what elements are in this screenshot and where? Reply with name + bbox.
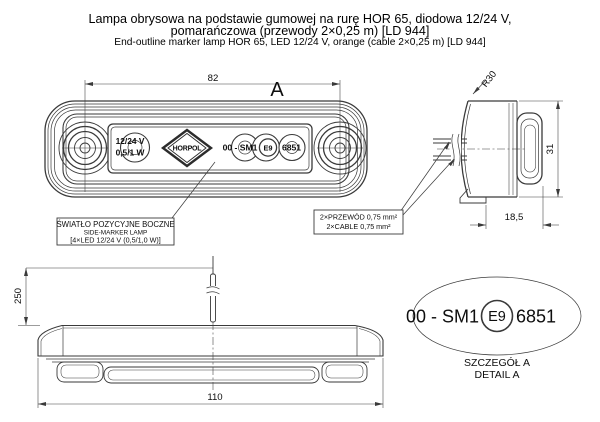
- lens-markings: 12/24 V 0,5/1 W 00 - SM1 E9 6851: [116, 136, 302, 158]
- mounting-screw-left: [58, 80, 112, 192]
- cable-label-pl: 2×PRZEWÓD 0,75 mm²: [320, 213, 398, 222]
- side-marker-label-en: SIDE-MARKER LAMP: [84, 230, 148, 237]
- horpol-logo-text: HORPOL: [173, 146, 203, 153]
- dim-31-value: 31: [545, 144, 556, 155]
- dim-110-value: 110: [207, 392, 222, 403]
- rubber-base-foot: [459, 188, 487, 204]
- front-body-outline: [44, 100, 368, 198]
- title-line-1-pl: Lampa obrysowa na podstawie gumowej na r…: [88, 12, 512, 26]
- dimension-110: 110: [37, 358, 384, 408]
- front-lens: HORPOL 12/24 V 0,5/1 W 00 - SM1 E9 6851: [107, 123, 313, 174]
- detail-a-approval-prefix: 00 - SM1: [406, 307, 479, 327]
- side-marker-leader-line: [171, 161, 216, 219]
- dimension-r30: R30: [472, 69, 500, 95]
- dimension-18-5: 18,5: [470, 186, 559, 229]
- lens-approval-prefix: 00 - SM1: [223, 143, 258, 153]
- title-block: Lampa obrysowa na podstawie gumowej na r…: [0, 0, 600, 60]
- cable-exit: [206, 256, 220, 392]
- side-body-outline: [459, 100, 518, 204]
- lens-e-mark-circle: [258, 138, 278, 157]
- side-marker-callout: ŚWIATŁO POZYCYJNE BOCZNE SIDE-MARKER LAM…: [56, 217, 175, 246]
- lens-power-text: 0,5/1 W: [116, 148, 145, 158]
- dim-250-value: 250: [13, 288, 24, 304]
- mounting-screw-right: [313, 80, 367, 192]
- wires: [433, 133, 526, 167]
- side-marker-label-spec: [4×LED 12/24 V (0,5/1,0 W)]: [70, 236, 161, 245]
- detail-a-caption-pl: SZCZEGÓŁ A: [464, 356, 530, 369]
- detail-a-caption-en: DETAIL A: [475, 369, 520, 381]
- side-lens-dome: [516, 112, 543, 185]
- dim-r30-value: R30: [480, 69, 500, 90]
- detail-a-e-mark-text: E9: [488, 309, 506, 325]
- technical-drawing-canvas: HORPOL 12/24 V 0,5/1 W 00 - SM1 E9 6851 …: [13, 69, 582, 408]
- detail-a: 00 - SM1 E9 6851 SZCZEGÓŁ A DETAIL A: [406, 276, 582, 381]
- bottom-lens-strip: [103, 366, 320, 384]
- cable-label-en: 2×CABLE 0,75 mm²: [326, 222, 391, 231]
- title-line-3-en: End-outline marker lamp HOR 65, LED 12/2…: [114, 37, 486, 49]
- lens-approval-number: 6851: [282, 143, 301, 153]
- side-view: R30 31 18,5: [433, 69, 563, 229]
- side-marker-label-pl: ŚWIATŁO POZYCYJNE BOCZNE: [56, 220, 174, 229]
- bottom-view: 250 110: [13, 256, 384, 408]
- detail-marker-a: A: [270, 79, 284, 101]
- title-line-2-pl: pomarańczowa (przewody 2×0,25 m) [LD 944…: [170, 23, 430, 38]
- lens-voltage-text: 12/24 V: [116, 136, 145, 146]
- dimension-31: 31: [519, 100, 563, 198]
- detail-a-approval-number: 6851: [516, 307, 556, 327]
- front-view: HORPOL 12/24 V 0,5/1 W 00 - SM1 E9 6851 …: [44, 73, 368, 219]
- horpol-logo: HORPOL: [161, 128, 213, 168]
- bottom-body-outline: [37, 324, 384, 363]
- bottom-feet: [56, 361, 368, 383]
- dim-82-value: 82: [208, 73, 219, 84]
- detail-a-e-mark-circle: [480, 299, 514, 333]
- dimension-250: 250: [13, 267, 213, 326]
- dimension-82: 82: [85, 73, 340, 86]
- cable-callout: 2×PRZEWÓD 0,75 mm² 2×CABLE 0,75 mm²: [313, 141, 455, 235]
- lens-e-mark-text: E9: [263, 143, 272, 152]
- dim-18-5-value: 18,5: [505, 212, 524, 223]
